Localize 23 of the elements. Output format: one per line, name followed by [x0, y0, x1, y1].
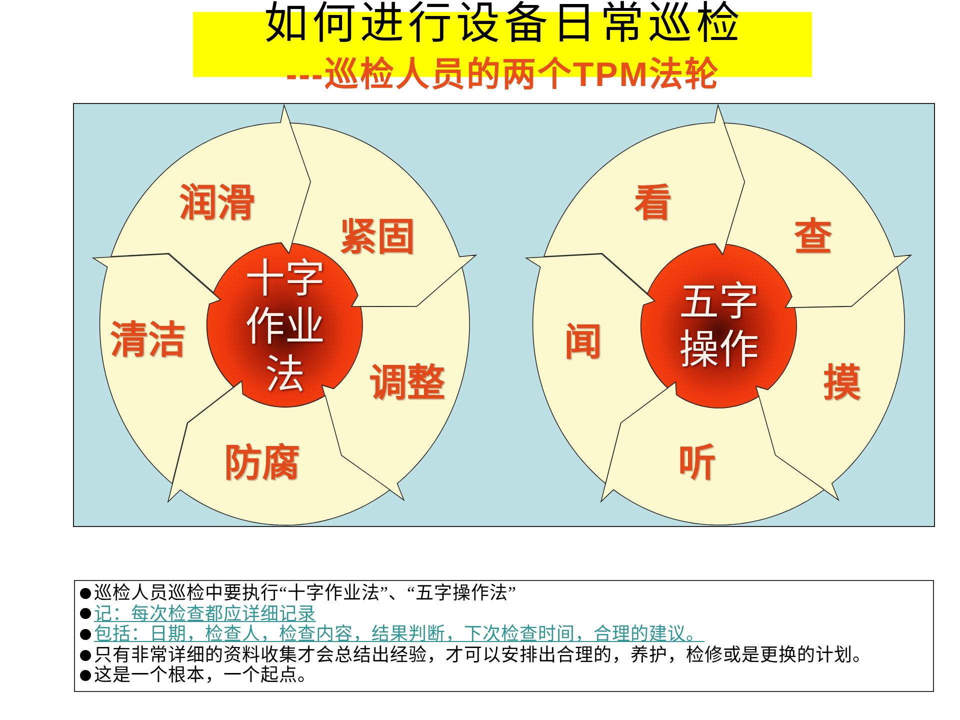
note-box [74, 580, 934, 692]
segment-label: 闻 [564, 320, 602, 364]
center-label: 十字作业法 [244, 254, 326, 399]
segment-label: 清洁 [110, 318, 186, 362]
segment-label: 查 [794, 214, 832, 259]
segment-label: 看 [634, 180, 672, 225]
title: 如何进行设备日常巡检 [264, 0, 744, 48]
note-text: 巡检人员巡检中要执行“十字作业法”、“五字操作法” [94, 583, 516, 604]
segment-label: 润滑 [178, 180, 255, 225]
center-label: 五字操作 [678, 278, 760, 374]
arrow-segment [288, 122, 477, 308]
arrow-segment [525, 252, 669, 484]
segment-label: 听 [678, 440, 716, 485]
note-text: 这是一个根本，一个起点。 [94, 665, 316, 686]
segment-label: 防腐 [224, 440, 300, 485]
link: 包括：日期，检查人，检查内容，结果判断，下次检查时间，合理的建议。 [94, 624, 704, 645]
segment-label: 紧固 [338, 214, 415, 259]
link: 记：每次检查都应详细记录 [94, 604, 316, 624]
arrow-segment [600, 380, 826, 526]
segment-label: 调整 [368, 360, 445, 405]
panel [73, 103, 935, 527]
segment-label: 摸 [822, 360, 861, 405]
note-text: 只有非常详细的资料收集才会总结出经验，才可以安排出合理的，养护，检修或是更换的计划。 [94, 644, 871, 666]
